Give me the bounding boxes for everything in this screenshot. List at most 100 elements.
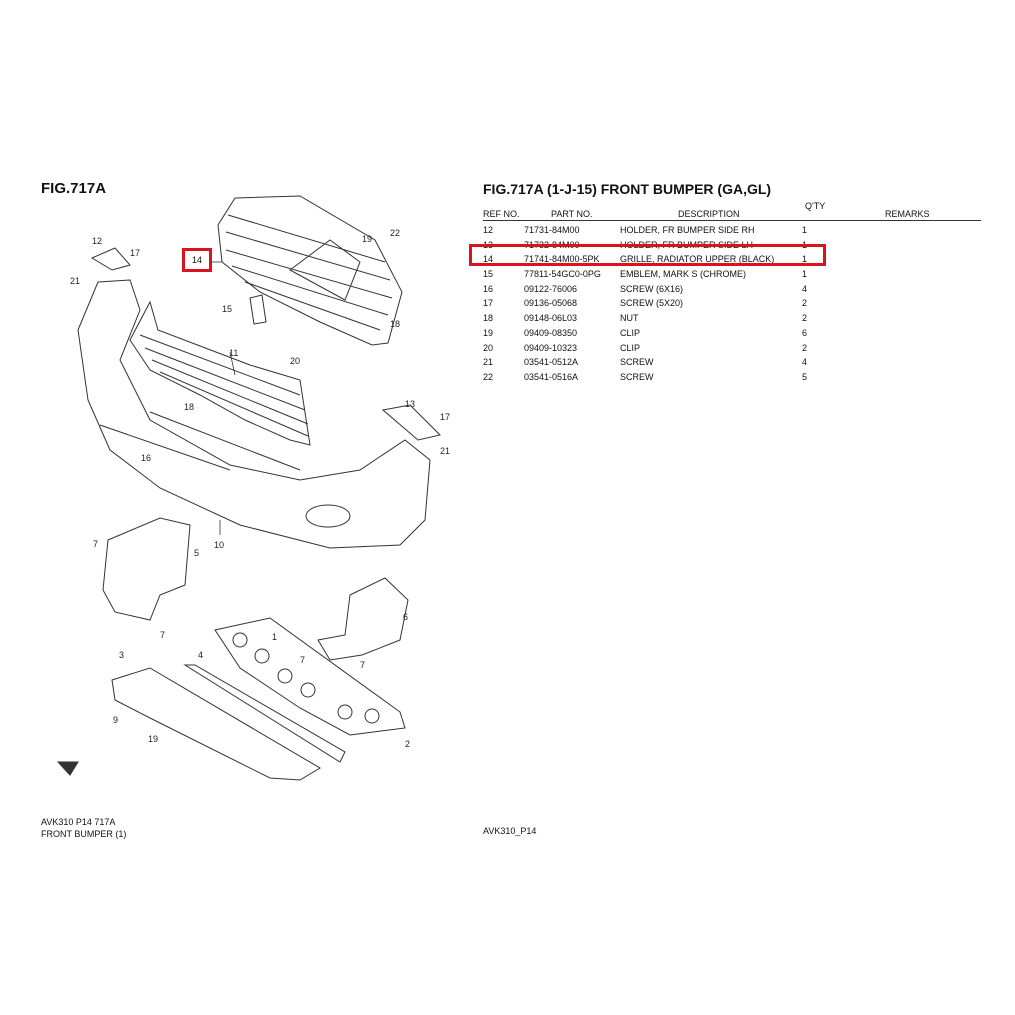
callout-10: 10 xyxy=(214,540,224,550)
side-shield-5 xyxy=(102,517,191,621)
callout-6: 6 xyxy=(403,612,408,622)
cell-part: 71741-84M00-5PK xyxy=(524,254,600,265)
footer-left-line1: AVK310 P14 717A xyxy=(41,817,116,827)
table-row: 18 09148-06L03 NUT 2 xyxy=(483,311,981,326)
footer-left-line2: FRONT BUMPER (1) xyxy=(41,829,127,839)
header-remarks: REMARKS xyxy=(885,209,930,219)
cell-ref: 21 xyxy=(483,357,494,368)
callout-22: 22 xyxy=(390,228,400,238)
cell-qty: 2 xyxy=(802,313,808,324)
parts-table: REF NO. PART NO. DESCRIPTION Q'TY REMARK… xyxy=(483,201,981,385)
cell-qty: 2 xyxy=(802,298,808,309)
cell-part: 09409-08350 xyxy=(524,327,578,338)
cell-desc: SCREW xyxy=(620,357,654,368)
cell-qty: 6 xyxy=(802,327,808,338)
under-cover-3 xyxy=(111,667,321,781)
header-part: PART NO. xyxy=(551,209,593,219)
footer-right: AVK310_P14 xyxy=(483,826,537,836)
callout-7a: 7 xyxy=(93,539,98,549)
table-row: 21 03541-0512A SCREW 4 xyxy=(483,355,981,370)
callout-19a: 19 xyxy=(362,234,372,244)
upper-grille-outline xyxy=(217,195,403,346)
cell-qty: 5 xyxy=(802,371,808,382)
cell-desc: EMBLEM, MARK S (CHROME) xyxy=(620,269,747,280)
highlight-row-14 xyxy=(469,244,826,266)
table-row: 15 77811-54GC0-0PG EMBLEM, MARK S (CHROME)… xyxy=(483,267,981,282)
callout-15: 15 xyxy=(222,304,232,314)
cell-desc: CLIP xyxy=(620,342,641,353)
cell-desc: NUT xyxy=(620,313,639,324)
lower-panel-4 xyxy=(183,664,346,763)
callout-7d: 7 xyxy=(360,660,365,670)
callout-7b: 7 xyxy=(160,630,165,640)
cell-part: 09122-76006 xyxy=(524,283,578,294)
callout-9: 9 xyxy=(113,715,118,725)
callout-20: 20 xyxy=(290,356,300,366)
callout-21a: 21 xyxy=(70,276,80,286)
cell-qty: 1 xyxy=(802,254,808,265)
cell-desc: SCREW (6X16) xyxy=(620,283,684,294)
cell-ref: 16 xyxy=(483,283,494,294)
callout-18a: 18 xyxy=(390,319,400,329)
callout-17a: 17 xyxy=(130,248,140,258)
cell-part: 71731-84M00 xyxy=(524,225,580,235)
table-row: 14 71741-84M00-5PK GRILLE, RADIATOR UPPER … xyxy=(483,252,981,267)
bumper-cover-outline xyxy=(77,279,431,549)
cell-ref: 12 xyxy=(483,225,494,235)
table-header: REF NO. PART NO. DESCRIPTION Q'TY REMARK… xyxy=(483,201,981,221)
highlight-callout-14: 14 xyxy=(182,248,212,272)
figure-title: FIG.717A xyxy=(41,180,107,197)
cell-part: 09409-10323 xyxy=(524,342,578,353)
callout-4: 4 xyxy=(198,650,203,660)
side-shield-6 xyxy=(317,577,409,661)
cell-qty: 4 xyxy=(802,357,808,368)
cell-part: 77811-54GC0-0PG xyxy=(524,269,601,280)
cell-ref: 19 xyxy=(483,327,494,338)
figure-heading: FIG.717A (1-J-15) FRONT BUMPER (GA,GL) xyxy=(483,181,772,197)
callout-7c: 7 xyxy=(300,655,305,665)
header-qty: Q'TY xyxy=(805,201,826,211)
footer-left: AVK310 P14 717A FRONT BUMPER (1) xyxy=(41,816,126,840)
cell-qty: 2 xyxy=(802,342,808,353)
cell-desc: CLIP xyxy=(620,327,641,338)
callout-5: 5 xyxy=(194,548,199,558)
cell-part: 03541-0516A xyxy=(524,371,579,382)
callout-19b: 19 xyxy=(148,734,158,744)
callout-11: 11 xyxy=(229,348,238,358)
callout-13: 13 xyxy=(405,399,415,409)
cell-ref: 20 xyxy=(483,342,494,353)
table-row: 17 09136-05068 SCREW (5X20) 2 xyxy=(483,296,981,311)
lower-grille-outline xyxy=(129,300,311,446)
callout-17b: 17 xyxy=(440,412,450,422)
cell-part: 03541-0512A xyxy=(524,357,579,368)
callout-21b: 21 xyxy=(440,446,450,456)
table-row: 20 09409-10323 CLIP 2 xyxy=(483,341,981,356)
table-row: 19 09409-08350 CLIP 6 xyxy=(483,326,981,341)
callout-3: 3 xyxy=(119,650,124,660)
cell-ref: 22 xyxy=(483,371,494,382)
callout-12: 12 xyxy=(92,236,102,246)
cell-ref: 18 xyxy=(483,313,494,324)
header-ref: REF NO. xyxy=(483,209,520,219)
cell-desc: HOLDER, FR BUMPER SIDE RH xyxy=(620,225,755,235)
cell-desc: SCREW xyxy=(620,371,654,382)
cell-qty: 1 xyxy=(802,225,808,235)
cell-part: 09136-05068 xyxy=(524,298,578,309)
cell-ref: 14 xyxy=(483,254,494,265)
table-row: 12 71731-84M00 HOLDER, FR BUMPER SIDE RH 1 xyxy=(483,223,981,238)
cell-qty: 1 xyxy=(802,269,808,280)
front-bumper-diagram: 12 17 21 19 22 15 18 11 20 18 13 17 1 6 2… xyxy=(56,195,450,781)
cell-desc: GRILLE, RADIATOR UPPER (BLACK) xyxy=(620,254,775,265)
callout-18b: 18 xyxy=(184,402,194,412)
cell-qty: 4 xyxy=(802,283,808,294)
table-row: 22 03541-0516A SCREW 5 xyxy=(483,370,981,385)
callout-1: 1 xyxy=(272,632,277,642)
table-row: 16 09122-76006 SCREW (6X16) 4 xyxy=(483,282,981,297)
cell-ref: 15 xyxy=(483,269,494,280)
cell-desc: SCREW (5X20) xyxy=(620,298,684,309)
callout-2: 2 xyxy=(405,739,410,749)
header-desc: DESCRIPTION xyxy=(678,209,740,219)
cell-ref: 17 xyxy=(483,298,494,309)
cell-part: 09148-06L03 xyxy=(524,313,578,324)
reinforcement-1 xyxy=(214,617,406,736)
